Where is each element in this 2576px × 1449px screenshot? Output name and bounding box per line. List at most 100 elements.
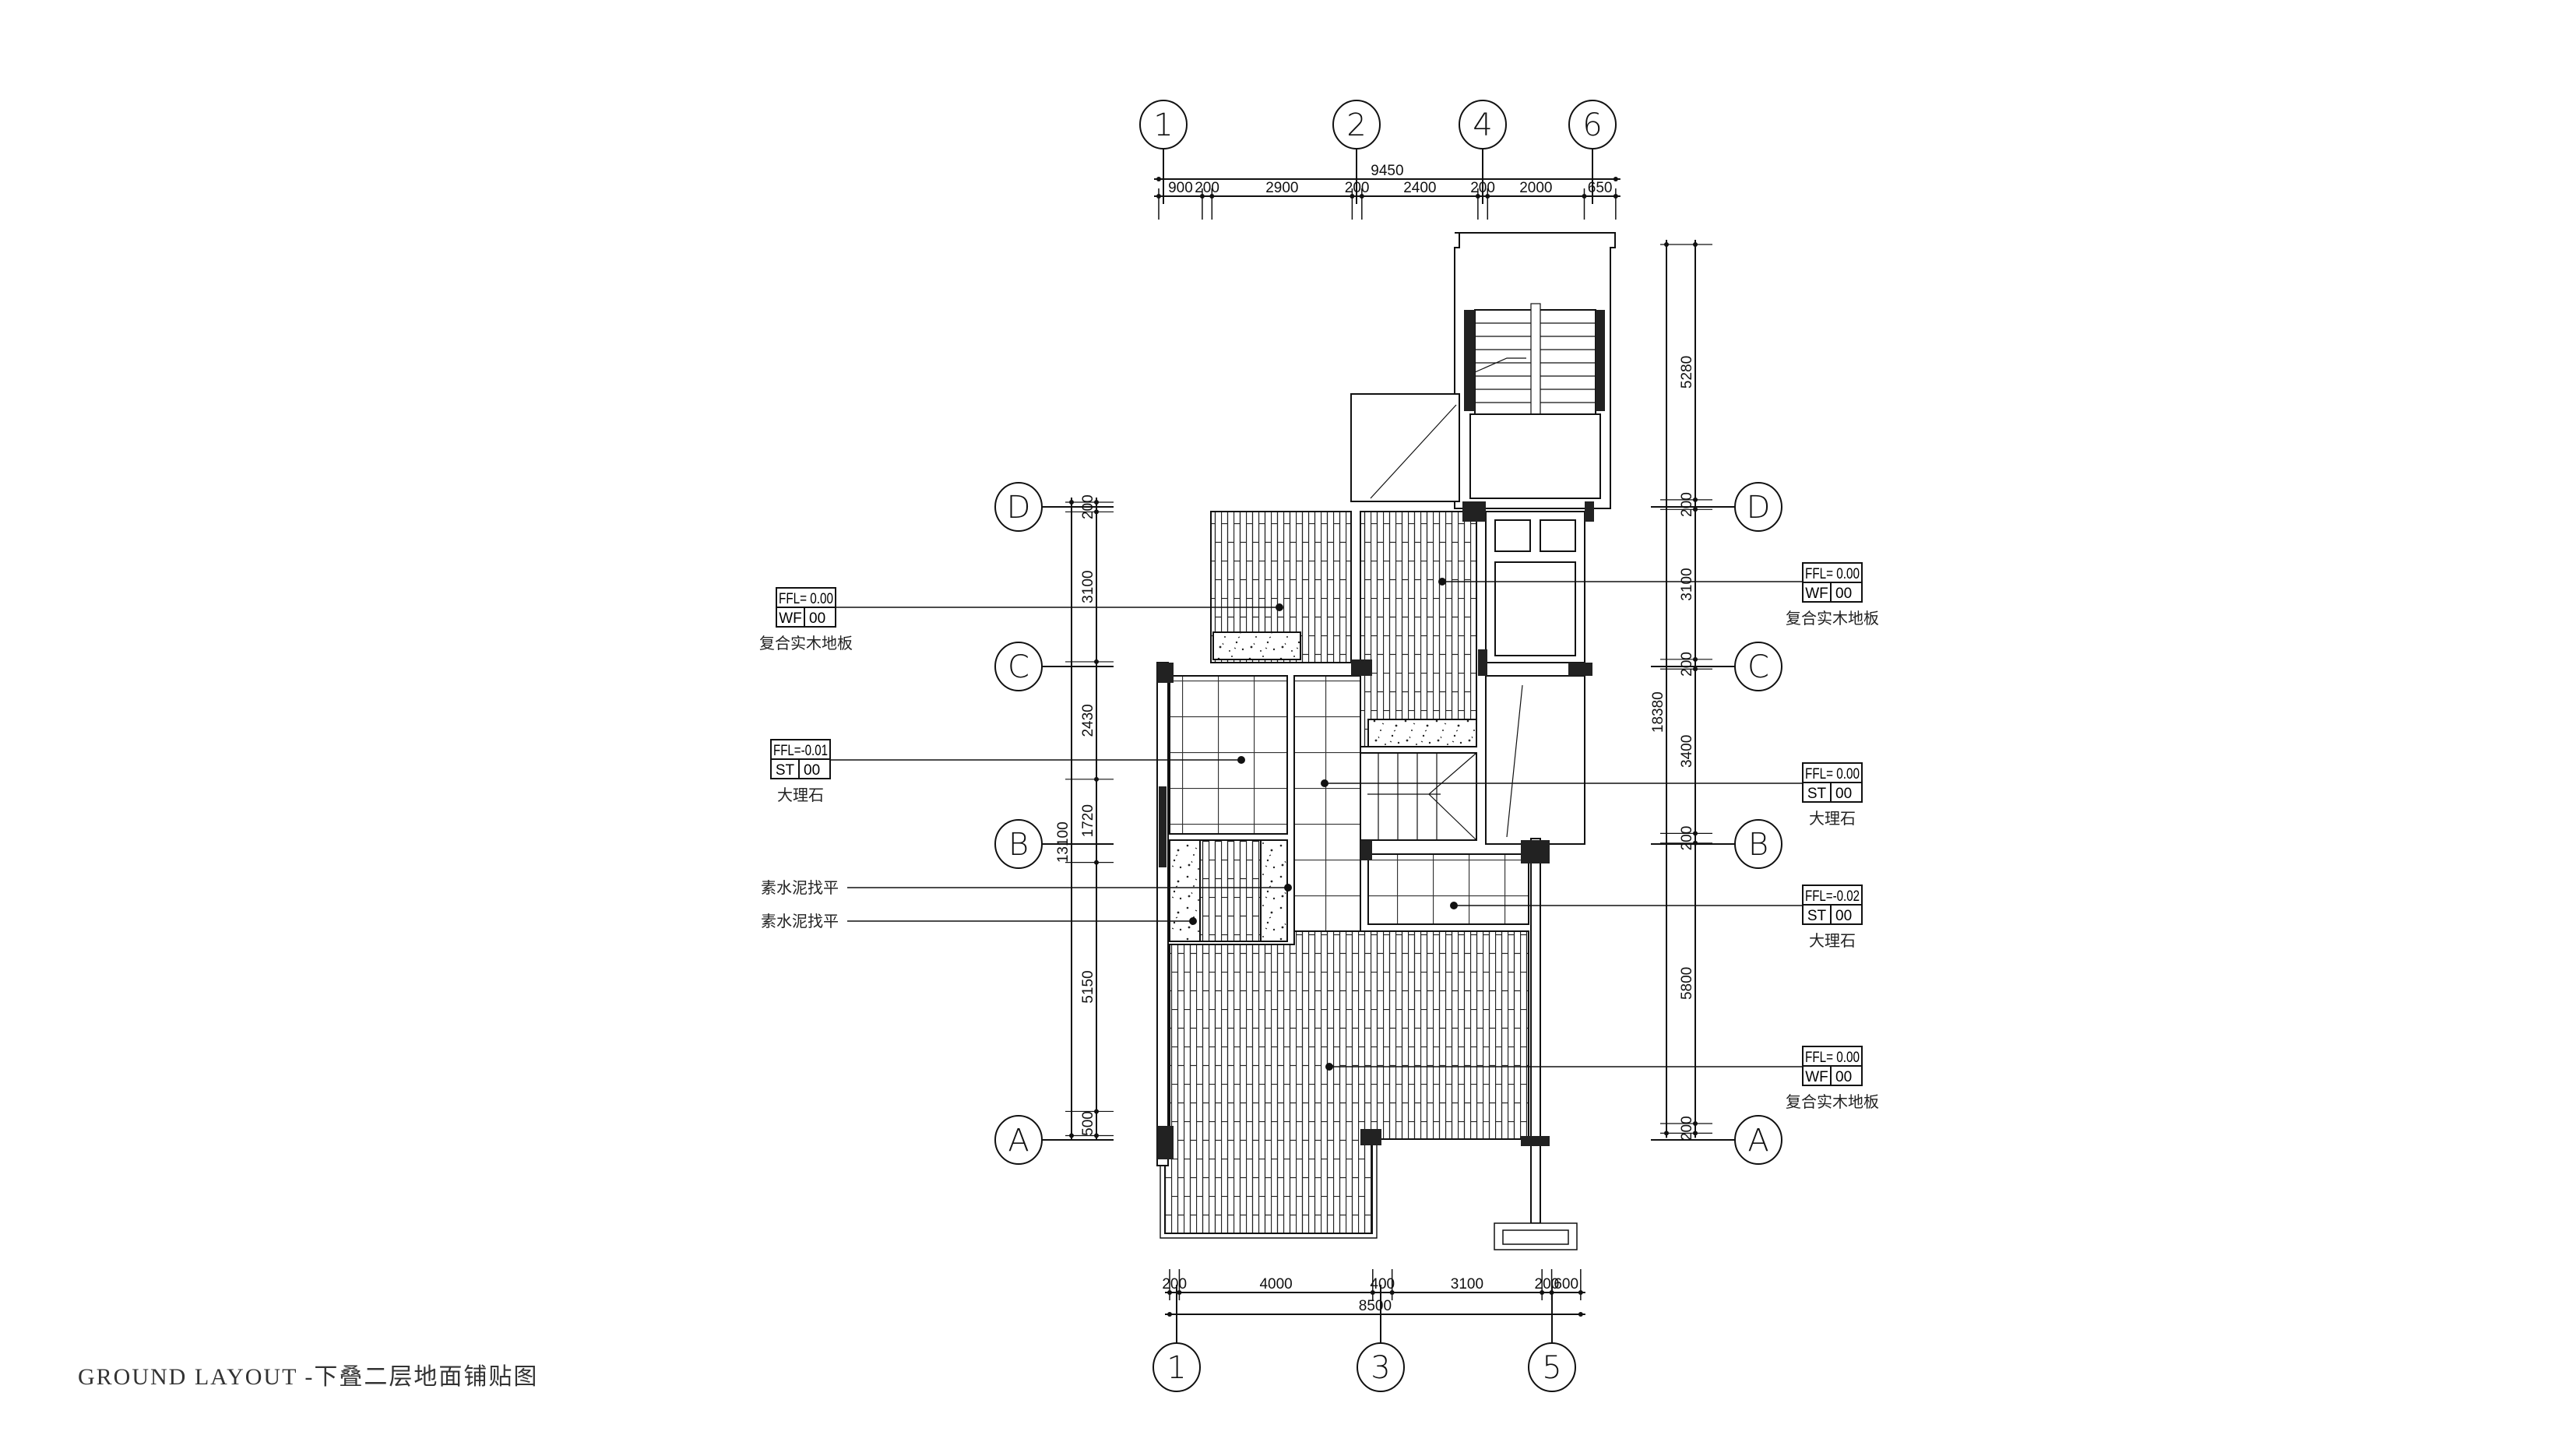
balcony [1350, 393, 1460, 502]
dimension-value: 3100 [1080, 571, 1096, 603]
dimension-tick [1350, 194, 1355, 199]
axis-bubble [994, 482, 1043, 532]
dimension-tick [1549, 1290, 1554, 1295]
finish-code: WF [1805, 586, 1828, 602]
axis-bubble [1734, 1115, 1782, 1165]
dimension-tick [1613, 194, 1618, 199]
ffl-level: FFL= 0.00 [1805, 766, 1860, 783]
axis-label: A [1747, 1123, 1768, 1159]
axis-bubble [1153, 1342, 1201, 1392]
dimension-value: 200 [1679, 652, 1695, 677]
dimension-total: 13100 [1055, 821, 1072, 863]
dimension-tick [1094, 776, 1099, 782]
dimension-value: 500 [1080, 1111, 1096, 1136]
dimension-tick [1693, 831, 1698, 836]
dimension-value: 650 [1588, 180, 1613, 196]
dimension-tick [1475, 194, 1480, 199]
dimension-tick [1156, 177, 1161, 181]
dimension-tick [1094, 860, 1099, 865]
dimension-tick [1167, 1312, 1172, 1317]
dimension-tick [1693, 507, 1698, 512]
finish-code: ST [776, 762, 795, 779]
ffl-level: FFL=-0.02 [1805, 888, 1860, 905]
drawing-title: GROUND LAYOUT -下叠二层地面铺贴图 [78, 1364, 538, 1390]
axis-label: C [1008, 649, 1029, 685]
dimension-tick [1693, 666, 1698, 672]
dimension-tick [1693, 656, 1698, 662]
dimension-tick [1370, 1290, 1375, 1295]
axis-bubble [1332, 100, 1381, 149]
dimension-tick [1693, 242, 1698, 247]
dimension-tick [1359, 194, 1364, 199]
axis-label: A [1008, 1123, 1029, 1159]
dimension-value: 2400 [1403, 180, 1436, 196]
room-marble-kitchen [1169, 675, 1288, 835]
dimension-value: 200 [1162, 1276, 1187, 1292]
dimension-value: 200 [1080, 494, 1096, 519]
finish-number: 00 [1835, 1069, 1852, 1085]
terrace-outline [1160, 1139, 1378, 1239]
dimension-value: 400 [1370, 1276, 1395, 1292]
dimension-tick [1693, 840, 1698, 846]
leader-dot [1450, 902, 1458, 909]
dimension-tick [1540, 1290, 1545, 1295]
dimension-total: 9450 [1371, 163, 1403, 179]
finish-code: ST [1807, 908, 1827, 924]
dimension-value: 3400 [1679, 735, 1695, 768]
stair-middle [1360, 752, 1477, 841]
shaft-box [1540, 519, 1576, 552]
room-marble-right [1367, 853, 1529, 925]
room-cement-1 [1169, 839, 1201, 942]
axis-label: C [1747, 649, 1769, 685]
dimension-value: 200 [1679, 826, 1695, 851]
dimension-tick [1389, 1290, 1395, 1295]
ffl-level: FFL=-0.01 [773, 743, 828, 759]
stair-landing [1469, 413, 1601, 499]
material-name: 大理石 [1809, 809, 1856, 828]
dimension-tick [1693, 1131, 1698, 1136]
room-wood-small [1199, 839, 1262, 942]
leader-dot [1237, 756, 1245, 764]
finish-code: WF [779, 610, 802, 627]
dimension-tick [1069, 1133, 1074, 1138]
finish-number: 00 [809, 610, 825, 627]
material-name: 大理石 [1809, 931, 1856, 950]
axis-label: 1 [1153, 107, 1173, 143]
finish-number: 00 [1835, 586, 1852, 602]
dimension-tick [1664, 1131, 1669, 1136]
axis-label: 4 [1473, 107, 1492, 143]
dimension-tick [1578, 1312, 1583, 1317]
dimension-tick [1094, 509, 1099, 515]
service-room [1485, 511, 1585, 663]
room-wood-floor-2 [1360, 511, 1477, 747]
dimension-value: 3100 [1679, 568, 1695, 600]
dimension-tick [1693, 1120, 1698, 1126]
axis-label: 2 [1346, 107, 1366, 143]
room-cement-2 [1260, 839, 1288, 942]
axis-label: D [1007, 490, 1031, 526]
leader-dot [1325, 1063, 1333, 1071]
finish-code: ST [1807, 786, 1827, 802]
dimension-total: 8500 [1359, 1298, 1392, 1314]
dimension-tick [1664, 242, 1669, 247]
dimension-value: 900 [1168, 180, 1193, 196]
material-name: 复合实木地板 [1786, 609, 1879, 628]
axis-label: B [1008, 827, 1029, 863]
ffl-level: FFL= 0.00 [1805, 1050, 1860, 1066]
dimension-value: 200 [1679, 492, 1695, 517]
bottom-bracket [1494, 1222, 1578, 1250]
dimension-value: 2000 [1519, 180, 1552, 196]
shaft-box [1494, 561, 1576, 656]
dimension-tick [1485, 194, 1490, 199]
dimension-value: 5150 [1080, 970, 1096, 1003]
material-name: 大理石 [777, 786, 824, 804]
dimension-value: 200 [1535, 1276, 1560, 1292]
balcony-slope-line [1370, 404, 1457, 499]
finish-code: WF [1805, 1069, 1828, 1085]
stair-treads [1474, 303, 1596, 421]
dimension-tick [1094, 1109, 1099, 1114]
